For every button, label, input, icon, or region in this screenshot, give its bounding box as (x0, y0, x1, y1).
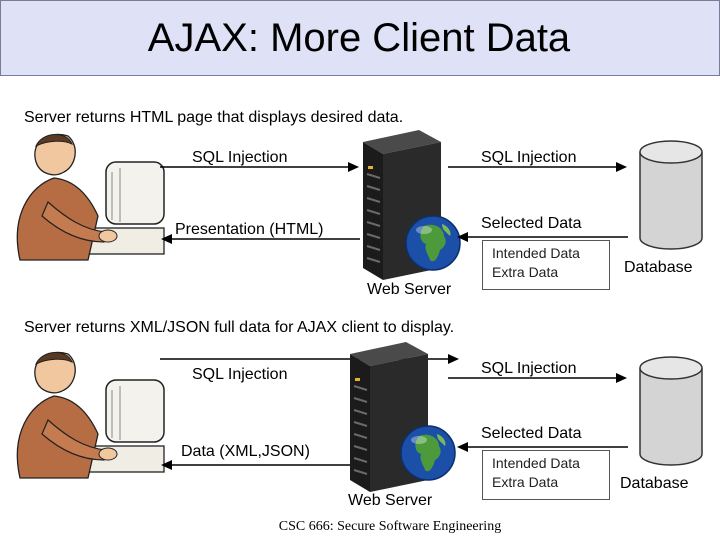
page-title: AJAX: More Client Data (147, 16, 571, 60)
section2-database-label: Database (620, 475, 689, 492)
arrow-left-bottom-right (457, 232, 628, 242)
database-cylinder-icon (639, 356, 703, 466)
section2-extra-label: Extra Data (492, 474, 559, 490)
arrow-left-bottom-right (457, 442, 628, 452)
section1-left-bottom-label: Presentation (HTML) (175, 221, 324, 238)
section2-server-label: Web Server (348, 492, 433, 509)
section1-right-bottom-label: Selected Data (481, 215, 582, 232)
user-at-computer-icon (16, 351, 165, 479)
result-set-box (482, 450, 610, 500)
section2-intended-label: Intended Data (492, 455, 580, 471)
section2-left-bottom-label: Data (XML,JSON) (181, 443, 310, 460)
section1-database-label: Database (624, 259, 693, 276)
globe-icon (405, 215, 461, 271)
user-at-computer-icon (16, 133, 165, 261)
database-cylinder-icon (639, 140, 703, 250)
section2-right-top-label: SQL Injection (481, 360, 577, 377)
section2-left-top-label: SQL Injection (192, 366, 288, 383)
section2-right-bottom-label: Selected Data (481, 425, 582, 442)
result-set-box (482, 240, 610, 290)
section1-server-label: Web Server (367, 281, 452, 298)
arrow-right-top-left (160, 162, 359, 172)
globe-icon (400, 425, 456, 481)
section1-right-top-label: SQL Injection (481, 149, 577, 166)
arrow-right-top-right (448, 162, 627, 172)
title-bar (0, 0, 720, 76)
section1-caption: Server returns HTML page that displays d… (24, 109, 404, 126)
arrow-right-top-right (448, 373, 627, 383)
section1-left-top-label: SQL Injection (192, 149, 288, 166)
section1-intended-label: Intended Data (492, 245, 580, 261)
section1-extra-label: Extra Data (492, 264, 559, 280)
footer-course-label: CSC 666: Secure Software Engineering (278, 519, 502, 534)
section2-caption: Server returns XML/JSON full data for AJ… (24, 319, 455, 336)
arrow-left-bottom-left (161, 234, 360, 244)
arrow-left-bottom-left (161, 460, 360, 470)
